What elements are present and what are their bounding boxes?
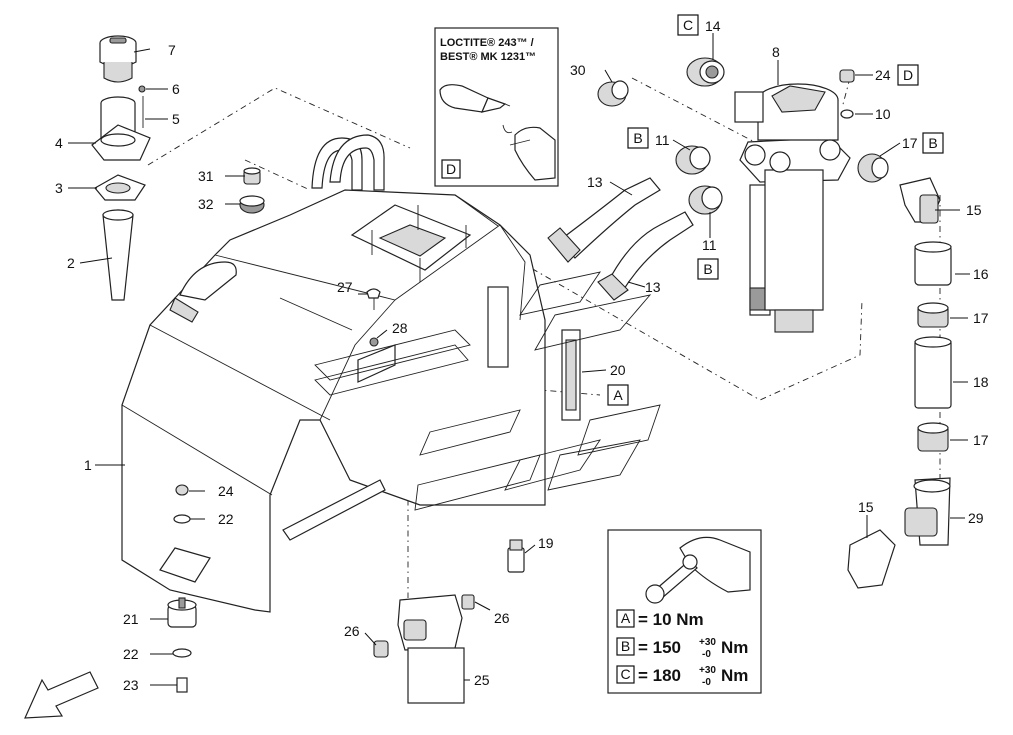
part-label: 4 (55, 135, 63, 151)
part-label: 30 (570, 62, 586, 78)
part-label: 21 (123, 611, 139, 627)
leader-lines (68, 33, 970, 686)
part-label: 11 (702, 237, 717, 253)
part-label: 28 (392, 320, 408, 336)
torque-tol-minus-b: -0 (702, 649, 711, 660)
torque-unit-c: Nm (721, 666, 748, 685)
part-label: 24 (875, 67, 891, 83)
part-label: 17 (902, 135, 918, 151)
hoses-13 (547, 177, 694, 301)
part-label: 8 (772, 44, 780, 60)
ref-letter: A (613, 387, 623, 403)
part-label: 31 (198, 168, 214, 184)
ref-letter: D (903, 67, 913, 83)
right-fittings (847, 153, 952, 589)
ref-letter: B (703, 261, 712, 277)
part-label: 24 (218, 483, 234, 499)
torque-letter-c: C (620, 666, 630, 682)
part-label: 23 (123, 677, 139, 693)
torque-tol-plus-b: +30 (699, 637, 716, 648)
return-filter-assembly (734, 83, 851, 333)
part-number-labels: 7 6 5 4 3 2 31 32 1 30 14 8 24 10 11 11 … (55, 18, 989, 693)
ref-letter: C (683, 17, 693, 33)
torque-value-a: = 10 Nm (638, 610, 704, 629)
part-label: 27 (337, 279, 353, 295)
part-label: 10 (875, 106, 891, 122)
part-label: 25 (474, 672, 490, 688)
part-label: 11 (655, 132, 670, 148)
plug-30 (597, 80, 629, 107)
part-label: 14 (705, 18, 721, 34)
direction-arrow (24, 671, 99, 719)
part-label: 5 (172, 111, 180, 127)
part-label: 17 (973, 310, 989, 326)
part-label: 3 (55, 180, 63, 196)
wrench-icon (645, 536, 751, 604)
filler-cap-assembly (91, 35, 151, 301)
part-label: 2 (67, 255, 75, 271)
part-label: 13 (645, 279, 661, 295)
part-label: 15 (858, 499, 874, 515)
torque-letter-b: B (621, 638, 630, 654)
part-label: 6 (172, 81, 180, 97)
part-label: 22 (218, 511, 234, 527)
plug-24-top (839, 69, 855, 119)
tank-markings (314, 271, 661, 511)
ref-letter: B (633, 130, 642, 146)
torque-legend: A = 10 Nm B = 150 +30 -0 Nm C = 180 +30 … (607, 529, 762, 694)
torque-tol-minus-c: -0 (702, 677, 711, 688)
part-label: 22 (123, 646, 139, 662)
part-label: 29 (968, 510, 984, 526)
screw-27 (366, 288, 381, 347)
loctite-ref-letter: D (446, 161, 456, 177)
part-label: 32 (198, 196, 214, 212)
ref-letter: B (928, 135, 937, 151)
fittings-11 (675, 145, 723, 215)
part-label: 16 (973, 266, 989, 282)
part-label: 18 (973, 374, 989, 390)
part-label: 19 (538, 535, 554, 551)
loctite-line2: BEST® MK 1231™ (440, 51, 536, 63)
part-label: 13 (587, 174, 603, 190)
part-label: 20 (610, 362, 626, 378)
loctite-callout: LOCTITE® 243™ / BEST® MK 1231™ D (434, 27, 559, 187)
part-label: 26 (494, 610, 510, 626)
bottom-parts (159, 484, 525, 704)
part-label: 17 (973, 432, 989, 448)
loctite-line1: LOCTITE® 243™ / (440, 37, 534, 49)
part-label: 7 (168, 42, 176, 58)
torque-value-c: = 180 (638, 666, 681, 685)
plugs-31-32 (239, 167, 265, 214)
torque-tol-plus-c: +30 (699, 665, 716, 676)
fitting-14 (686, 57, 725, 87)
part-label: 1 (84, 457, 92, 473)
torque-letter-a: A (621, 610, 631, 626)
part-label: 26 (344, 623, 360, 639)
reference-boxes: C D B B B A (607, 14, 944, 406)
torque-value-b: = 150 (638, 638, 681, 657)
hydraulic-tank (121, 134, 581, 613)
torque-unit-b: Nm (721, 638, 748, 657)
part-label: 15 (966, 202, 982, 218)
